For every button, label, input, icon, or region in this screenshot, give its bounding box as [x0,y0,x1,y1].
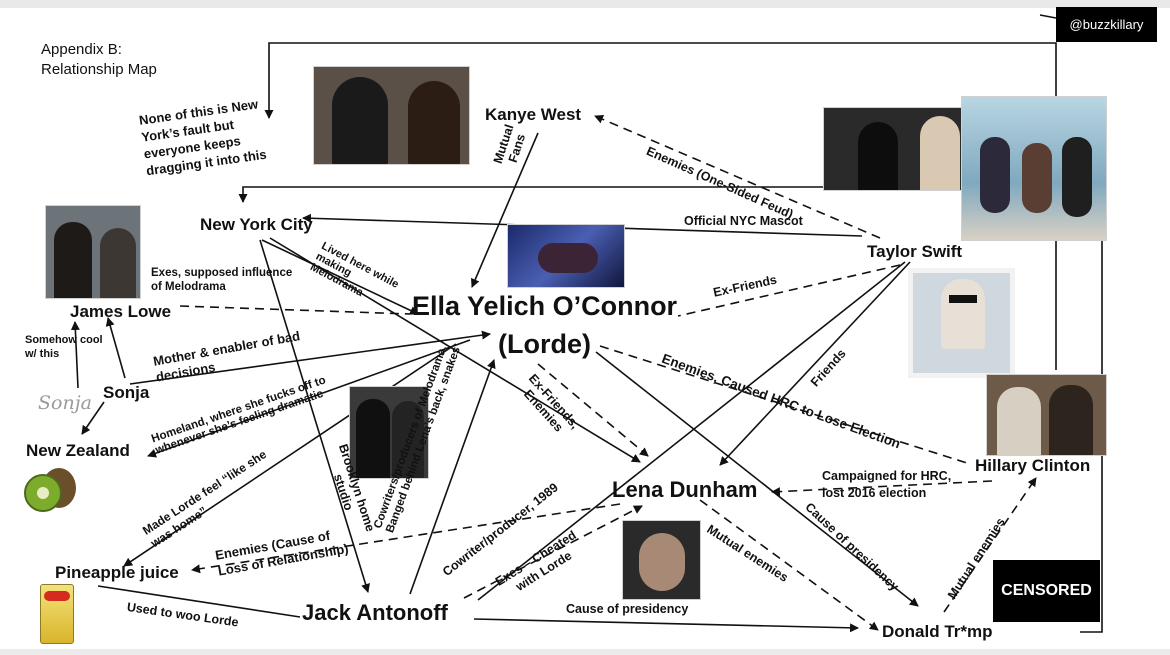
lorde-jack-photo [349,386,429,479]
sonja-signature: Sonja [38,392,92,414]
node-james-lowe: James Lowe [70,302,172,321]
edge-jack-trump [473,618,859,633]
edge-nyc-lena [269,237,641,463]
edge-jack-pineapple-woo [97,585,301,618]
taylor-1989-album-photo [908,268,1015,378]
edge-taylor-kanye [594,115,881,239]
edge-nyc-lorde [261,239,419,315]
node-kanye-west: Kanye West [485,105,582,124]
edge-jack-lorde [409,359,496,595]
edge-nz-james [70,321,80,389]
edge-sonja-james [105,317,126,379]
edge-taylor-jack [477,261,906,601]
label-nyc-mascot: Official NYC Mascot [684,214,803,228]
node-hillary-clinton: Hillary Clinton [975,456,1091,475]
edge-taylor-lorde [677,264,901,317]
node-taylor-swift: Taylor Swift [867,242,963,261]
edge-jack-lena [463,505,643,599]
node-new-york-city: New York City [200,215,313,234]
edge-jack-pineapple [191,503,621,574]
label-cause-presidency-2: Cause of presidency [566,602,689,616]
label-somehow-cool: Somehow cool w/ this [25,334,103,360]
node-jack-antonoff: Jack Antonoff [302,600,448,625]
brand-handle-badge: @buzzkillary [1056,7,1157,42]
edge-lorde-trump [595,351,919,607]
bottom-frame-strip [0,649,1170,655]
node-lorde-line-2: (Lorde) [498,329,591,359]
kanye-taylor-vma-photo [823,107,973,191]
node-lorde-line-1: Ella Yelich O’Connor [412,291,678,321]
edge-sonja-nz [81,401,105,435]
edge-lorde-nz [147,339,471,458]
edge-james-lorde [179,305,411,315]
kiwi-fruit-photo [24,468,78,512]
edge-trump-hillary [943,477,1037,613]
censored-block: CENSORED [993,560,1100,622]
lorde-portrait-photo [507,224,625,288]
hillary-lorde-selfie-photo [986,374,1107,456]
label-exes-supposed: Exes, supposed influence of Melodrama [151,267,293,293]
top-frame-strip [0,0,1170,8]
edge-taylor-lena [719,261,911,466]
edge-lorde-pineapple [123,343,457,567]
edge-nyc-jack [259,239,370,593]
node-donald-trmp: Donald Tr*mp [882,622,993,641]
lorde-james-car-photo [45,205,141,299]
edge-lorde-hillary [599,345,971,465]
header-line-1: Appendix B: [41,41,122,58]
edge-hillary-lena [771,480,993,497]
edge-sonja-lorde [129,330,491,385]
header: Appendix B: Relationship Map [41,40,157,80]
node-sonja: Sonja [103,383,150,402]
edge-lena-trump [699,499,879,631]
kanye-lorde-photo [313,66,470,165]
lena-dunham-photo [622,520,701,600]
node-new-zealand: New Zealand [26,441,130,460]
node-pineapple-juice: Pineapple juice [55,563,179,582]
node-lena-dunham: Lena Dunham [612,477,758,502]
taylor-pool-photo [961,96,1107,241]
dole-pineapple-can-photo [40,584,74,644]
label-campaigned: Campaigned for HRC, lost 2016 election [822,469,952,500]
edge-kanye-lorde [471,132,539,288]
header-line-2: Relationship Map [41,61,157,78]
edge-lorde-lena [537,363,649,457]
